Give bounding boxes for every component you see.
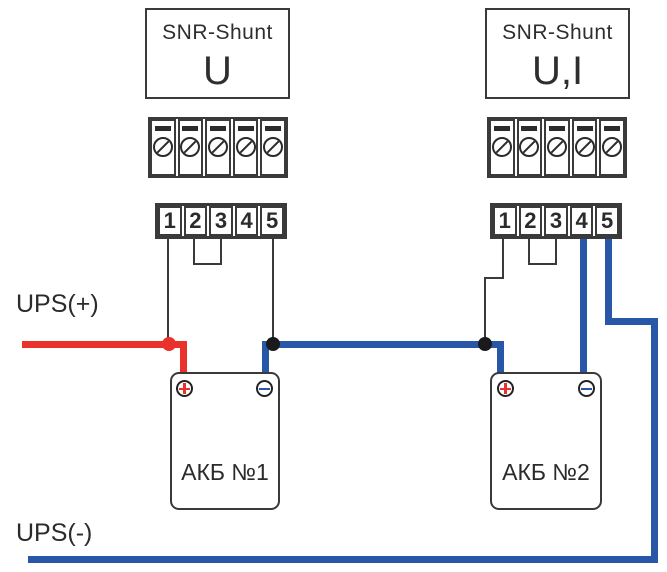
- screw-icon: [180, 137, 201, 157]
- wire-slot-icon: [237, 126, 254, 131]
- wire-slot-icon: [548, 126, 565, 131]
- terminal-3: 3: [209, 206, 233, 236]
- terminal-4: 4: [234, 206, 259, 236]
- junction-dot-positive: [162, 337, 176, 351]
- screw-terminal: [150, 119, 176, 176]
- battery1-label: АКБ №1: [181, 459, 269, 485]
- wire-slot-icon: [154, 126, 171, 131]
- wire-shunt2-t4-battery2-minus: [580, 239, 587, 375]
- screw-terminal: [544, 119, 570, 176]
- wire-ups-positive: [22, 341, 187, 348]
- terminal-1: 1: [158, 206, 182, 236]
- wire-slot-icon: [576, 126, 593, 131]
- screw-terminal: [571, 119, 598, 176]
- jumper-shunt1-t2-t3: [193, 239, 222, 265]
- screw-terminal: [232, 119, 259, 176]
- terminal-2: 2: [518, 206, 543, 236]
- wire-slot-icon: [521, 126, 538, 131]
- screw-terminal: [489, 119, 515, 176]
- screw-icon: [235, 137, 256, 157]
- battery-2: АКБ №2: [490, 372, 602, 510]
- sense-wire-shunt1-t5: [272, 239, 274, 345]
- shunt2-terminal-strip: 1 2 3 4 5: [490, 203, 622, 239]
- wire-slot-icon: [604, 126, 621, 131]
- ups-negative-label: UPS(-): [16, 519, 93, 547]
- sense-wire-shunt1-t1: [167, 239, 169, 345]
- shunt1-title: SNR-Shunt: [162, 21, 273, 44]
- sense-wire-shunt2-t1: [484, 277, 504, 279]
- shunt2-mode: U,I: [531, 49, 584, 93]
- screw-icon: [546, 137, 567, 157]
- shunt2-device-box: SNR-Shunt U,I: [485, 8, 630, 99]
- shunt2-title: SNR-Shunt: [502, 21, 613, 44]
- shunt1-mode: U: [203, 49, 232, 93]
- terminal-5: 5: [260, 206, 284, 236]
- shunt1-screw-block: [148, 117, 288, 178]
- shunt1-terminal-strip: 1 2 3 4 5: [155, 203, 287, 239]
- screw-icon: [574, 137, 595, 157]
- shunt2-screw-block: [487, 117, 627, 178]
- plus-terminal-icon: [176, 380, 193, 397]
- sense-wire-shunt2-t1: [484, 277, 486, 345]
- junction-dot-battery2-plus: [478, 337, 492, 351]
- terminal-5: 5: [595, 206, 619, 236]
- sense-wire-shunt2-t1: [502, 239, 504, 279]
- battery2-label: АКБ №2: [502, 459, 590, 485]
- plus-terminal-icon: [497, 380, 514, 397]
- screw-icon: [207, 137, 228, 157]
- wire-slot-icon: [265, 126, 282, 131]
- screw-terminal: [516, 119, 543, 176]
- screw-icon: [263, 137, 284, 157]
- screw-icon: [602, 137, 623, 157]
- wire-shunt2-t5-ups-negative: [605, 239, 612, 325]
- screw-terminal: [260, 119, 286, 176]
- wire-slot-icon: [209, 126, 226, 131]
- wire-slot-icon: [182, 126, 199, 131]
- shunt1-device-box: SNR-Shunt U: [145, 8, 290, 99]
- wire-shunt2-t5-ups-negative: [651, 318, 658, 563]
- wire-series-link: [262, 341, 504, 348]
- wire-slot-icon: [493, 126, 510, 131]
- wire-shunt2-t5-ups-negative: [605, 318, 658, 325]
- minus-terminal-icon: [256, 380, 273, 397]
- terminal-4: 4: [569, 206, 594, 236]
- terminal-2: 2: [183, 206, 208, 236]
- ups-positive-label: UPS(+): [16, 290, 99, 318]
- wire-ups-positive: [180, 341, 187, 375]
- screw-terminal: [599, 119, 625, 176]
- screw-icon: [491, 137, 512, 157]
- battery-1: АКБ №1: [170, 372, 280, 510]
- terminal-1: 1: [493, 206, 517, 236]
- screw-icon: [519, 137, 540, 157]
- terminal-3: 3: [544, 206, 568, 236]
- junction-dot-battery1-minus: [266, 337, 280, 351]
- wire-ups-negative: [28, 556, 658, 563]
- jumper-shunt2-t2-t3: [528, 239, 557, 265]
- screw-icon: [152, 137, 173, 157]
- wire-series-link: [262, 341, 269, 375]
- screw-terminal: [177, 119, 204, 176]
- minus-terminal-icon: [578, 380, 595, 397]
- screw-terminal: [205, 119, 231, 176]
- wire-series-link: [497, 341, 504, 375]
